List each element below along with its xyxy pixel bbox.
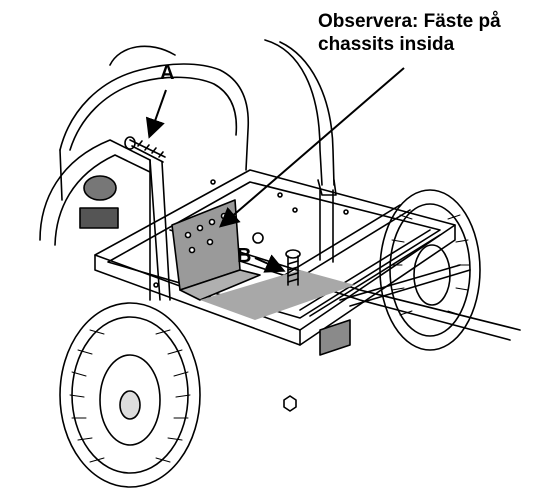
leader-note [218, 67, 405, 228]
shadow-block [200, 270, 355, 356]
hitch-part [79, 175, 119, 229]
leader-a [145, 89, 167, 139]
left-handle [39, 139, 171, 301]
engine-outline [59, 45, 250, 201]
left-wheel [59, 302, 201, 488]
note-text: Observera: Fäste på chassits insida [318, 10, 501, 56]
right-wheel [379, 189, 481, 351]
callout-a: A [160, 62, 175, 84]
leader-b [254, 254, 286, 273]
chassis-frame [94, 159, 521, 346]
note-line-2: chassits insida [318, 34, 455, 55]
right-handle [264, 39, 337, 196]
note-line-1: Observera: Fäste på [318, 11, 501, 32]
nut [252, 232, 297, 412]
bolt-a [124, 136, 166, 163]
callout-b: B [237, 245, 252, 267]
bolt-b [285, 249, 301, 286]
frame-rivets [153, 179, 349, 288]
